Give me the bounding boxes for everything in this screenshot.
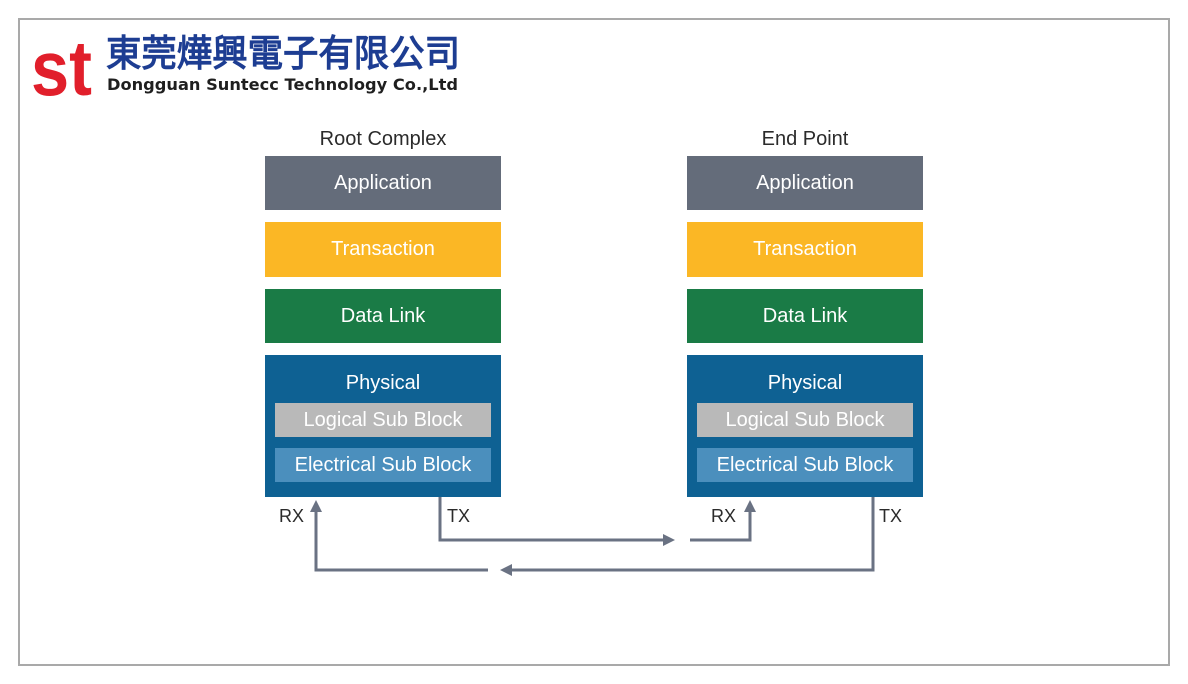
transaction-layer: Transaction (265, 222, 501, 277)
end-point-stack: End Point Application Transaction Data L… (687, 120, 923, 500)
physical-layer: Physical Logical Sub Block Electrical Su… (687, 355, 923, 497)
company-logo: st 東莞燁興電子有限公司 Dongguan Suntecc Technolog… (31, 24, 460, 110)
root-complex-rx-label: RX (279, 506, 305, 526)
transaction-layer: Transaction (687, 222, 923, 277)
logical-sub-block: Logical Sub Block (697, 403, 913, 437)
root-complex-tx-label: TX (447, 506, 471, 526)
end-point-rx-label: RX (711, 506, 737, 526)
stack-title: Root Complex (319, 128, 447, 150)
end-point-tx-to-root-complex-rx-line (500, 497, 875, 576)
root-complex-rx-input-line (310, 500, 488, 572)
stack-title: End Point (761, 128, 849, 150)
logical-sub-block: Logical Sub Block (275, 403, 491, 437)
logo-english-name: Dongguan Suntecc Technology Co.,Ltd (107, 75, 458, 94)
data-link-layer: Data Link (687, 289, 923, 343)
logo-chinese-name: 東莞燁興電子有限公司 (106, 31, 460, 75)
electrical-sub-block: Electrical Sub Block (275, 448, 491, 482)
physical-layer-label: Physical (345, 372, 421, 394)
root-complex-tx-to-end-point-rx-line (438, 497, 675, 546)
logo-mark: st (31, 24, 92, 110)
data-link-layer: Data Link (265, 289, 501, 343)
end-point-tx-label: TX (879, 506, 903, 526)
root-complex-stack: Root Complex Application Transaction Dat… (265, 120, 501, 500)
application-layer: Application (265, 156, 501, 210)
electrical-sub-block: Electrical Sub Block (697, 448, 913, 482)
physical-layer: Physical Logical Sub Block Electrical Su… (265, 355, 501, 497)
physical-layer-label: Physical (767, 372, 843, 394)
application-layer: Application (687, 156, 923, 210)
end-point-rx-input-line (690, 500, 756, 542)
page-frame (18, 18, 1170, 666)
